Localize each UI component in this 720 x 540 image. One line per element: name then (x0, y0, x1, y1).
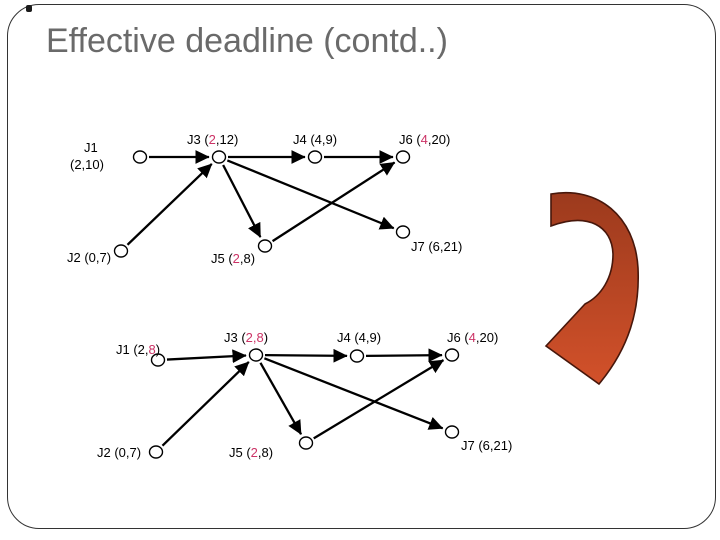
node-label-J1: J1 (84, 140, 98, 155)
curved-arrow-path (544, 192, 640, 386)
node-label-J4: J4 (4,9) (293, 132, 337, 147)
node-label-J7: J7 (6,21) (411, 239, 462, 254)
graph-edge-J5-J6 (313, 359, 445, 440)
graph-node-J6 (395, 150, 411, 164)
node-label-J5: J5 (2,8) (211, 251, 255, 266)
node-label-J4: J4 (4,9) (337, 330, 381, 345)
node-label-J2: J2 (0,7) (67, 250, 111, 265)
graph-node-J5 (257, 239, 273, 253)
curved-arrow-shape (544, 192, 640, 386)
slide-border (7, 4, 716, 529)
graph-node-J1 (150, 353, 166, 367)
graph-node-J5 (298, 436, 314, 450)
corner-dot (26, 5, 32, 12)
graph-node-J1 (132, 150, 148, 164)
node-label-J3: J3 (2,8) (224, 330, 268, 345)
graph-node-J2 (113, 244, 129, 258)
graph-edge-J2-J3 (161, 361, 250, 447)
node-label-J1: J1 (2,8) (116, 342, 160, 357)
graph-node-J7 (444, 425, 460, 439)
deadline-graph-effective: J1 (2,8) J2 (0,7) J3 (2,8) J4 (4,9) J5 (2,8)… (97, 330, 512, 460)
graph-edge-J5-J6 (271, 161, 396, 243)
graph-node-J3 (248, 348, 264, 362)
graph-edge-J4-J6 (365, 348, 443, 363)
graph-edge-J3-J7 (263, 357, 444, 430)
node-label-J1: (2,10) (70, 157, 104, 172)
graph-edge-J2-J3 (126, 163, 213, 246)
slide-title: Effective deadline (contd..) (46, 22, 448, 60)
graph-edge-J3-J5 (222, 164, 262, 238)
node-label-J3: J3 (2,12) (187, 132, 238, 147)
graph-node-J2 (148, 445, 164, 459)
deadline-graph-original: J1 (2,10) J2 (0,7) J3 (2,12) J4 (4,9) J5 (2,8… (67, 132, 462, 266)
node-label-J7: J7 (6,21) (461, 438, 512, 453)
node-label-J5: J5 (2,8) (229, 445, 273, 460)
graph-node-J6 (444, 348, 460, 362)
graph-node-J4 (307, 150, 323, 164)
graph-edge-J3-J4 (264, 348, 348, 363)
graph-node-J3 (211, 150, 227, 164)
graph-node-J7 (395, 225, 411, 239)
graph-edge-J3-J5 (259, 362, 303, 435)
node-label-J6: J6 (4,20) (447, 330, 498, 345)
graph-node-J4 (349, 349, 365, 363)
node-label-J2: J2 (0,7) (97, 445, 141, 460)
graph-edge-J3-J7 (226, 159, 395, 230)
graph-edge-J1-J3 (166, 349, 247, 364)
node-label-J6: J6 (4,20) (399, 132, 450, 147)
